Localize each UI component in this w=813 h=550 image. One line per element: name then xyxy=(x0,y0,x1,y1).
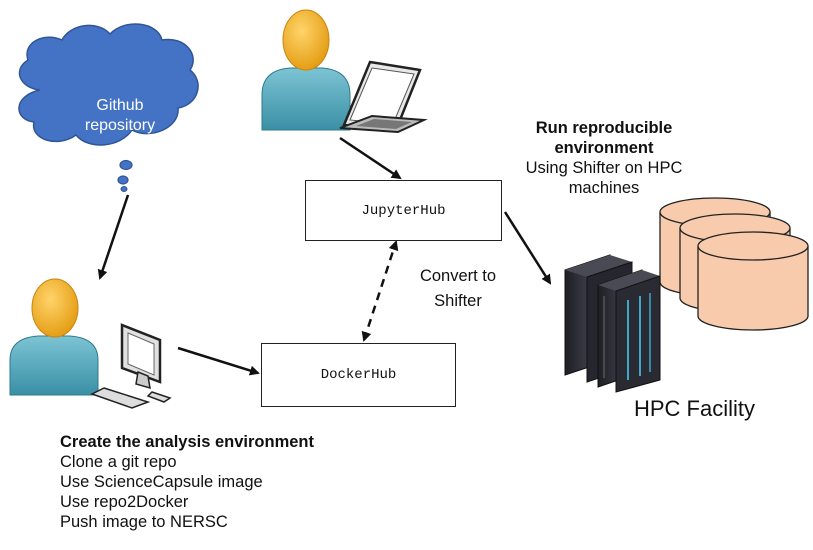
cloud-label-line2: repository xyxy=(84,117,156,134)
dockerhub-box: DockerHub xyxy=(261,343,456,407)
github-cloud-label: Github repository xyxy=(70,96,170,136)
arrow-jupyterhub-to-hpc xyxy=(503,211,552,285)
cloud-label-line1: Github xyxy=(96,97,144,114)
github-cloud xyxy=(18,23,199,192)
arrow-cloud-to-user xyxy=(97,194,130,280)
run-title-line2: environment xyxy=(554,139,654,157)
run-line1: Using Shifter on HPC xyxy=(525,159,683,177)
jupyterhub-box: JupyterHub xyxy=(305,180,502,241)
run-line2: machines xyxy=(568,179,640,197)
convert-line1: Convert to xyxy=(419,267,497,285)
convert-line2: Shifter xyxy=(434,292,482,310)
create-title: Create the analysis environment xyxy=(60,433,315,451)
arrow-desktop-to-dockerhub xyxy=(177,346,260,376)
convert-label: Convert to Shifter xyxy=(398,266,518,311)
run-title-line1: Run reproducible xyxy=(535,119,673,137)
user-desktop-icon xyxy=(9,278,172,409)
jupyterhub-label: JupyterHub xyxy=(361,202,446,219)
arrows xyxy=(97,136,552,376)
arrow-laptop-to-jupyterhub xyxy=(339,136,402,180)
create-step: Use repo2Docker xyxy=(60,493,189,511)
storage-disks-icon xyxy=(659,197,809,331)
run-environment-text: Run reproducible environment Using Shift… xyxy=(498,118,710,198)
user-laptop-icon xyxy=(261,9,428,134)
create-step: Push image to NERSC xyxy=(60,513,228,531)
create-step: Clone a git repo xyxy=(60,453,177,471)
dockerhub-label: DockerHub xyxy=(320,367,397,383)
create-environment-text: Create the analysis environment Clone a … xyxy=(60,432,480,532)
arrow-dockerhub-jupyterhub-dashed xyxy=(361,240,399,342)
server-rack-icon xyxy=(564,254,661,393)
create-step: Use ScienceCapsule image xyxy=(60,473,263,491)
hpc-facility-label: HPC Facility xyxy=(634,396,756,421)
